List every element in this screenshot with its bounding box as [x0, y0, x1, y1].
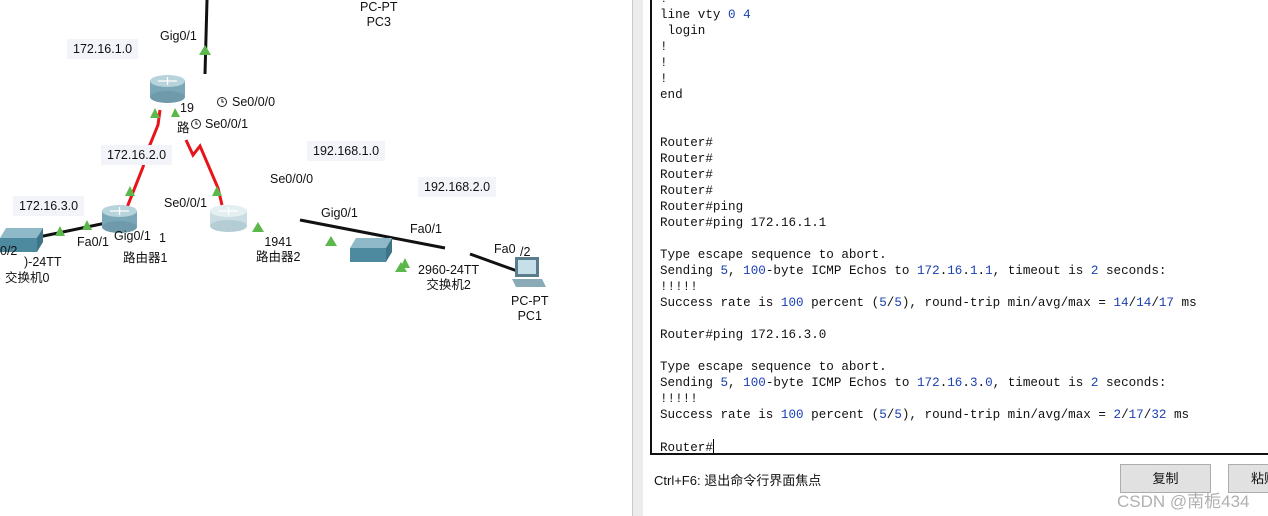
terminal-line: Type escape sequence to abort. [660, 248, 887, 262]
port-label: Gig0/1 [160, 29, 197, 43]
terminal-line: end [660, 88, 683, 102]
port-label: Se0/0/0 [232, 95, 276, 109]
port-label: /2 [520, 245, 531, 259]
clock-icons [191, 97, 227, 129]
terminal-line: Router#ping 172.16.1.1 [660, 216, 827, 230]
router0-model-label: 19 [180, 101, 194, 115]
terminal-line: Router#ping [660, 200, 744, 214]
switch0-icon[interactable] [0, 228, 43, 252]
port-label: Fa0/1 [410, 222, 442, 236]
port-label: Gig0/1 [321, 206, 358, 220]
paste-button[interactable]: 粘贴 [1228, 464, 1268, 493]
router2-icon[interactable] [210, 205, 247, 232]
switch2-icon[interactable] [350, 238, 392, 262]
terminal-line: Type escape sequence to abort. [660, 360, 887, 374]
link-switch2-pc1 [469, 252, 521, 274]
router1-icon[interactable] [102, 205, 137, 233]
terminal-line [660, 231, 1197, 247]
text-cursor [712, 439, 714, 453]
network-label-172-16-1-0: 172.16.1.0 [67, 39, 139, 59]
network-label-192-168-1-0: 192.168.1.0 [307, 141, 386, 161]
terminal-line: line vty 0 4 [660, 8, 751, 22]
pc3-name: PC3 [366, 15, 391, 29]
terminal-line: Sending 5, 100-byte ICMP Echos to 172.16… [660, 376, 1167, 390]
terminal-line: !!!!! [660, 280, 698, 294]
terminal-line [660, 103, 1197, 119]
focus-hint: Ctrl+F6: 退出命令行界面焦点 [654, 473, 822, 488]
clock-icon [191, 119, 201, 129]
terminal-line: !!!!! [660, 392, 698, 406]
router0-name-label: 路 [177, 121, 190, 135]
terminal-line: ! [660, 0, 1197, 7]
terminal-line: Router# [660, 439, 714, 455]
network-label-192-168-2-0: 192.168.2.0 [418, 177, 497, 197]
port-up-icon [252, 222, 264, 232]
port-label: Fa0 [494, 242, 516, 256]
terminal-line: Router#ping 172.16.3.0 [660, 328, 827, 342]
link-pc3-router0 [203, 0, 209, 75]
terminal-line: Success rate is 100 percent (5/5), round… [660, 296, 1197, 310]
pc1-icon[interactable] [512, 257, 546, 287]
pc3-model: PC-PT [360, 0, 398, 14]
terminal-line [660, 343, 1197, 359]
switch0-model: )-24TT [24, 255, 62, 269]
port-label: Se0/0/0 [270, 172, 314, 186]
link-router2-switch2 [299, 218, 446, 250]
network-label-172-16-3-0: 172.16.3.0 [13, 196, 85, 216]
router2-model: 1941 [264, 235, 293, 249]
panel-splitter[interactable] [632, 0, 644, 516]
switch0-name: 交换机0 [5, 271, 50, 285]
switch2-name: 交换机2 [426, 278, 471, 292]
clock-icon [217, 97, 227, 107]
port-label: Fa0/1 [77, 235, 109, 249]
terminal-line: Router# [660, 168, 713, 182]
router2-name: 路由器2 [256, 250, 301, 264]
network-label-172-16-2-0: 172.16.2.0 [101, 145, 173, 165]
port-label: Se0/0/1 [205, 117, 249, 131]
port-up-icon [150, 108, 160, 118]
terminal-output: !line vty 0 4 login!!!endRouter#Router#R… [660, 0, 1197, 455]
terminal-line: ! [660, 56, 668, 70]
terminal-line: Router# [660, 152, 713, 166]
terminal-line [660, 423, 1197, 439]
pc1-name: PC1 [517, 309, 542, 323]
terminal-line: Router# [660, 136, 713, 150]
router1-name: 路由器1 [123, 251, 168, 265]
cli-panel: !line vty 0 4 login!!!endRouter#Router#R… [643, 0, 1268, 516]
terminal-line [660, 311, 1197, 327]
terminal-line [660, 119, 1197, 135]
port-up-icon [199, 45, 211, 55]
port-up-icon [171, 108, 180, 117]
port-up-icon [82, 220, 92, 230]
port-up-icon [212, 186, 222, 196]
port-label: 1 [159, 231, 166, 245]
router0-icon[interactable] [150, 75, 185, 103]
watermark: CSDN @南栀434 [1117, 492, 1250, 511]
pc1-model: PC-PT [511, 294, 549, 308]
port-up-icon [125, 186, 135, 196]
port-up-icon [400, 258, 410, 268]
terminal-line: Success rate is 100 percent (5/5), round… [660, 408, 1190, 422]
terminal-line: login [660, 24, 706, 38]
topology-links [0, 0, 546, 287]
terminal-line: Sending 5, 100-byte ICMP Echos to 172.16… [660, 264, 1167, 278]
copy-button[interactable]: 复制 [1120, 464, 1211, 493]
port-status-indicators [55, 45, 410, 272]
port-label: Se0/0/1 [164, 196, 208, 210]
port-up-icon [55, 226, 65, 236]
switch2-model: 2960-24TT [418, 263, 480, 277]
terminal-line: Router# [660, 184, 713, 198]
port-label: Gig0/1 [114, 229, 151, 243]
terminal-line: ! [660, 40, 668, 54]
port-label: 0/2 [0, 244, 18, 258]
port-up-icon [325, 236, 337, 246]
cli-terminal[interactable]: !line vty 0 4 login!!!endRouter#Router#R… [650, 0, 1268, 455]
terminal-line: ! [660, 72, 668, 86]
